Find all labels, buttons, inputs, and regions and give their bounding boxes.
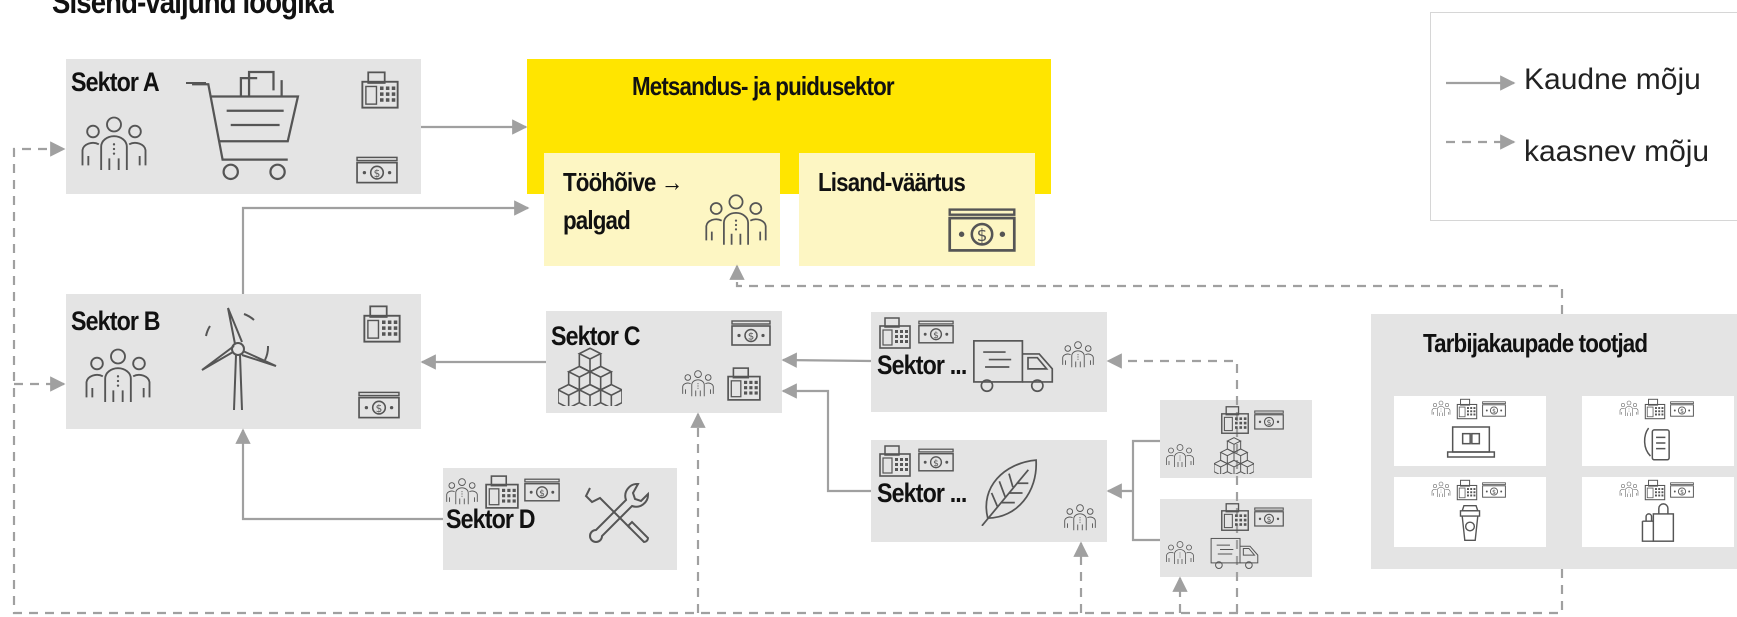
cash-icon <box>524 478 560 502</box>
legend-indirect-label: Kaudne mõju <box>1524 63 1701 96</box>
consumer-card-laptop <box>1394 396 1546 466</box>
sector-e1-box: Sektor ... <box>871 312 1107 412</box>
boxes-icon <box>1214 437 1254 474</box>
employment-label-line1: Tööhõive → <box>563 167 683 197</box>
people-icon <box>1619 481 1639 498</box>
employment-box: Tööhõive → palgad <box>544 153 780 266</box>
dashed-to-e1 <box>1106 353 1239 613</box>
leaf-icon <box>981 459 1038 526</box>
calculator-icon <box>1644 398 1666 420</box>
shopping-bag-icon <box>1641 503 1675 543</box>
page-title: Sisend-väljund loogika <box>52 0 334 20</box>
people-icon <box>446 478 478 505</box>
cash-icon <box>1670 482 1694 498</box>
shopping-cart-icon <box>190 70 300 181</box>
consumer-card-bag <box>1582 477 1734 547</box>
cash-icon <box>356 156 398 184</box>
cash-icon <box>1670 401 1694 417</box>
boxes-icon <box>558 347 622 406</box>
legend-induced-label: kaasnev mõju <box>1524 135 1710 168</box>
arrow-e2-to-c <box>781 383 871 493</box>
sector-a-icons <box>81 70 399 184</box>
calculator-icon <box>879 317 911 349</box>
sector-e2-icons <box>879 445 1096 531</box>
people-icon <box>682 370 714 397</box>
calculator-icon <box>1221 503 1249 531</box>
bracket-subsectors <box>1131 439 1160 542</box>
calculator-icon <box>363 305 401 343</box>
people-icon <box>85 348 151 404</box>
calculator-icon <box>727 367 761 401</box>
sector-e2-label: Sektor ... <box>877 478 967 508</box>
calculator-icon <box>1221 406 1249 434</box>
sector-c-icons <box>558 320 771 406</box>
sub-sector-lower-icons <box>1166 503 1284 569</box>
arrow-d-to-b <box>235 428 443 521</box>
sector-d-icons <box>446 475 650 543</box>
consumer-card-phone <box>1582 396 1734 466</box>
calculator-icon <box>361 71 399 109</box>
calculator-icon <box>1644 479 1666 501</box>
people-icon <box>1166 541 1194 565</box>
sector-a-label: Sektor A <box>71 67 160 97</box>
dashed-loop-to-a <box>12 141 1564 615</box>
value-added-label: Lisand-väärtus <box>818 167 966 197</box>
cash-icon <box>918 320 954 344</box>
coffee-cup-icon <box>1459 504 1481 542</box>
employment-label-line2: palgad <box>563 205 631 235</box>
sector-e1-icons <box>879 317 1094 393</box>
value-added-cash-icon <box>948 208 1016 252</box>
phone-icon <box>1643 427 1670 461</box>
people-icon <box>81 116 147 172</box>
consumer-card-coffee <box>1394 477 1546 547</box>
cash-icon <box>1482 401 1506 417</box>
sub-sector-upper-icons <box>1166 406 1284 474</box>
sector-b-icons <box>85 305 401 419</box>
employment-people-icon <box>705 194 767 246</box>
forestry-sector-title: Metsandus- ja puidusektor <box>632 71 895 101</box>
cash-icon <box>918 448 954 472</box>
tools-icon <box>585 482 650 543</box>
people-icon <box>1166 444 1194 468</box>
sector-c-box: Sektor C <box>546 311 782 413</box>
calculator-icon <box>1456 398 1478 420</box>
sector-d-label: Sektor D <box>446 504 535 534</box>
cash-icon <box>358 391 400 419</box>
arrow-e1-to-c <box>781 352 872 368</box>
people-icon <box>1064 504 1096 531</box>
people-icon <box>1431 400 1451 417</box>
consumer-goods-title: Tarbijakaupade tootjad <box>1423 328 1648 358</box>
delivery-truck-icon <box>972 339 1054 393</box>
cash-icon <box>1482 482 1506 498</box>
people-icon <box>1619 400 1639 417</box>
sector-b-label: Sektor B <box>71 306 160 336</box>
sector-e1-label: Sektor ... <box>877 350 967 380</box>
wind-turbine-icon <box>201 307 277 411</box>
calculator-icon <box>879 445 911 477</box>
sector-c-label: Sektor C <box>551 321 640 351</box>
calculator-icon <box>1456 479 1478 501</box>
cash-icon <box>1254 507 1284 527</box>
dashed-consumer-to-employment <box>729 264 1564 314</box>
laptop-icon <box>1446 426 1496 458</box>
people-icon <box>1062 341 1094 368</box>
calculator-icon <box>485 475 519 509</box>
cash-icon <box>1254 410 1284 430</box>
sector-b-box: Sektor B <box>66 294 421 429</box>
cash-icon <box>731 320 771 346</box>
consumer-cards-icons <box>1431 398 1694 543</box>
arrow-b-to-employment <box>241 200 530 294</box>
delivery-truck-icon <box>1210 537 1259 569</box>
people-icon <box>1431 481 1451 498</box>
legend: Kaudne mõju kaasnev mõju <box>1430 12 1737 221</box>
